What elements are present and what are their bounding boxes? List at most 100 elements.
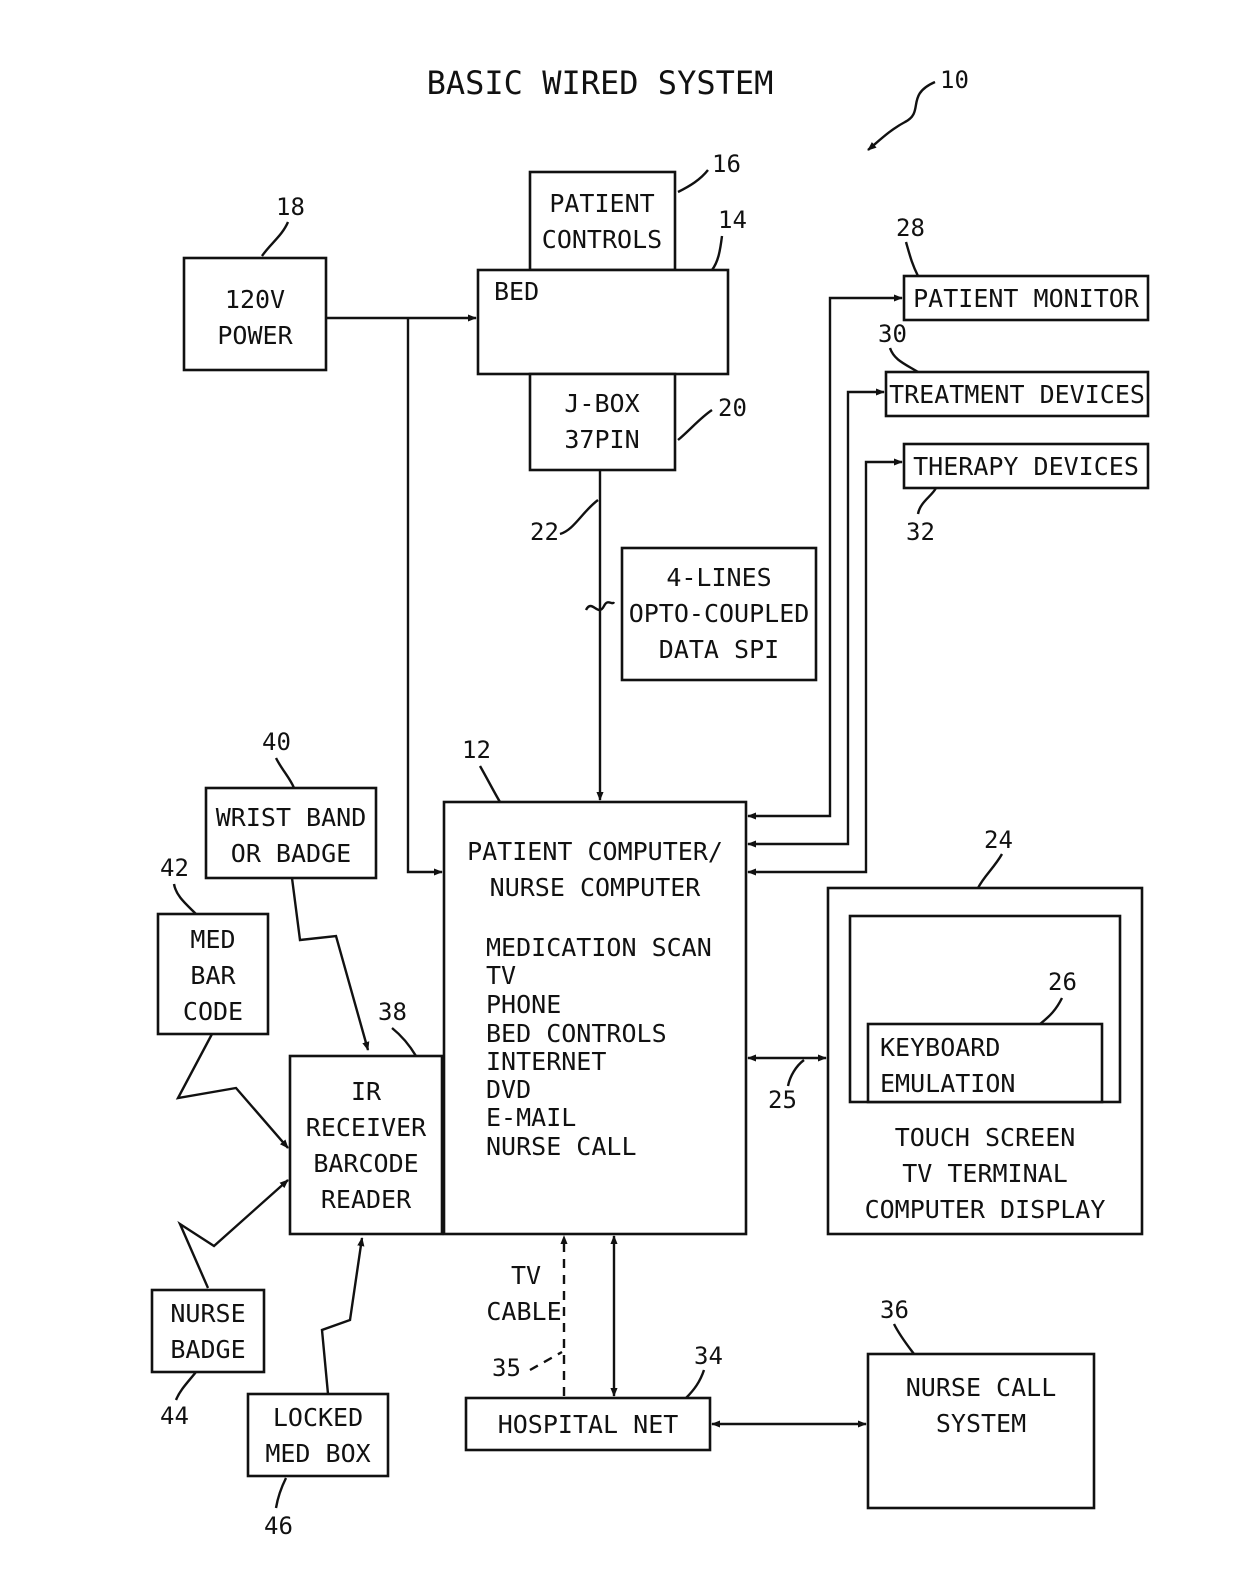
nurse-badge-wireless [180,1180,288,1288]
keyboard-ref: 26 [1048,968,1077,996]
ir-receiver-box: IR RECEIVER BARCODE READER [290,1056,442,1234]
feature-phone: PHONE [486,990,561,1019]
patient-controls-leader [678,170,708,192]
hospital-net-box: HOSPITAL NET [466,1398,710,1450]
med-bar-code-box: MED BAR CODE [158,914,268,1034]
treatment-devices-box: TREATMENT DEVICES [886,372,1148,416]
feature-nurse-call: NURSE CALL [486,1132,637,1161]
tv-cable-label-1: TV [511,1261,541,1290]
jbox-ref: 20 [718,394,747,422]
feature-medication-scan: MEDICATION SCAN [486,933,712,962]
therapy-devices-ref-leader [918,488,936,514]
svg-text:PATIENT: PATIENT [549,189,654,218]
cable-ref: 22 [530,518,559,546]
wrist-band-ref: 40 [262,728,291,756]
svg-text:OPTO-COUPLED: OPTO-COUPLED [629,599,810,628]
tv-cable-ref-leader [530,1352,562,1370]
feature-bed-controls: BED CONTROLS [486,1019,667,1048]
svg-text:J-BOX: J-BOX [564,389,639,418]
svg-text:120V: 120V [225,285,285,314]
nurse-badge-ref-leader [176,1372,196,1400]
display-link-ref: 25 [768,1086,797,1114]
nurse-call-system-ref-leader [894,1324,914,1354]
patient-monitor-ref: 28 [896,214,925,242]
svg-text:PATIENT COMPUTER/: PATIENT COMPUTER/ [467,837,723,866]
bed-ref: 14 [718,206,747,234]
svg-text:THERAPY DEVICES: THERAPY DEVICES [913,452,1139,481]
svg-text:EMULATION: EMULATION [880,1069,1015,1098]
svg-text:RECEIVER: RECEIVER [306,1113,427,1142]
patient-computer-box: PATIENT COMPUTER/ NURSE COMPUTER MEDICAT… [444,802,746,1234]
svg-text:NURSE: NURSE [170,1299,245,1328]
tv-cable-ref: 35 [492,1354,521,1382]
svg-text:CONTROLS: CONTROLS [542,225,662,254]
display-ref-leader [978,854,1002,888]
patient-computer-ref-leader [480,766,500,802]
feature-dvd: DVD [486,1075,531,1104]
svg-text:MED: MED [190,925,235,954]
svg-text:MED BOX: MED BOX [265,1439,370,1468]
svg-text:37PIN: 37PIN [564,425,639,454]
locked-med-box-ref: 46 [264,1512,293,1540]
svg-text:NURSE CALL: NURSE CALL [906,1373,1057,1402]
svg-text:BAR: BAR [190,961,236,990]
therapy-devices-box: THERAPY DEVICES [904,444,1148,488]
svg-text:LOCKED: LOCKED [273,1403,363,1432]
patient-computer-ref: 12 [462,736,491,764]
treatment-devices-ref-leader [890,348,918,372]
patient-monitor-ref-leader [906,242,918,276]
svg-text:NURSE COMPUTER: NURSE COMPUTER [490,873,702,902]
feature-tv: TV [486,961,516,990]
power-ref: 18 [276,193,305,221]
svg-text:READER: READER [321,1185,412,1214]
svg-text:TOUCH SCREEN: TOUCH SCREEN [895,1123,1076,1152]
wrist-band-box: WRIST BAND OR BADGE [206,788,376,878]
jbox-box: J-BOX 37PIN [530,374,675,470]
svg-text:4-LINES: 4-LINES [666,563,771,592]
svg-text:TV TERMINAL: TV TERMINAL [902,1159,1068,1188]
hospital-net-ref: 34 [694,1342,723,1370]
tv-cable-label-2: CABLE [486,1297,561,1326]
hospital-net-ref-leader [686,1370,704,1398]
svg-text:BARCODE: BARCODE [313,1149,418,1178]
svg-text:WRIST BAND: WRIST BAND [216,803,367,832]
nurse-call-system-ref: 36 [880,1296,909,1324]
svg-text:DATA SPI: DATA SPI [659,635,779,664]
figure-ref-label: 10 [940,66,969,94]
svg-text:OR BADGE: OR BADGE [231,839,351,868]
locked-med-box-ref-leader [276,1478,286,1508]
svg-text:IR: IR [351,1077,382,1106]
med-bar-code-ref: 42 [160,854,189,882]
power-box: 120V POWER [184,258,326,370]
display-link-ref-leader [788,1060,804,1086]
svg-text:SYSTEM: SYSTEM [936,1409,1026,1438]
diagram-title: BASIC WIRED SYSTEM [427,64,774,102]
figure-ref-leader [868,82,935,150]
cable-ref-leader [560,500,598,534]
svg-text:HOSPITAL NET: HOSPITAL NET [498,1410,679,1439]
feature-email: E-MAIL [486,1103,576,1132]
wrist-band-wireless [292,878,368,1050]
feature-internet: INTERNET [486,1047,606,1076]
treatment-devices-ref: 30 [878,320,907,348]
ir-receiver-ref: 38 [378,998,407,1026]
wrist-band-ref-leader [276,758,294,788]
med-bar-code-ref-leader [174,884,196,914]
patient-monitor-box: PATIENT MONITOR [904,276,1148,320]
patient-controls-box: PATIENT CONTROLS [530,172,675,270]
patient-controls-ref: 16 [712,150,741,178]
bed-ref-leader [712,236,722,270]
svg-text:CODE: CODE [183,997,243,1026]
svg-text:TREATMENT DEVICES: TREATMENT DEVICES [889,380,1145,409]
locked-med-box: LOCKED MED BOX [248,1394,388,1476]
therapy-devices-ref: 32 [906,518,935,546]
med-bar-code-wireless [178,1034,288,1148]
opto-coupled-box: 4-LINES OPTO-COUPLED DATA SPI [622,548,816,680]
display-ref: 24 [984,826,1013,854]
nurse-call-system-box: NURSE CALL SYSTEM [868,1354,1094,1508]
ir-receiver-ref-leader [392,1028,416,1056]
power-to-computer-line [408,318,442,872]
bed-box: BED [478,270,728,374]
svg-text:KEYBOARD: KEYBOARD [880,1033,1000,1062]
